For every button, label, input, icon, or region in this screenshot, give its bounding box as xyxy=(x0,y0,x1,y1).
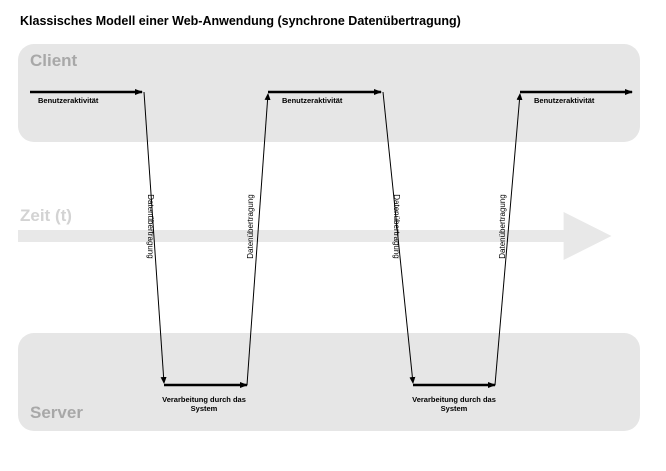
user-activity-label-2: Benutzeraktivität xyxy=(282,96,343,105)
time-axis-label: Zeit (t) xyxy=(20,206,72,225)
processing-label-1-line1: Verarbeitung durch das xyxy=(162,395,246,404)
data-transfer-label-3: Datenübertragung xyxy=(391,194,401,259)
processing-label-2-line2: System xyxy=(440,404,468,413)
user-activity-label-1: Benutzeraktivität xyxy=(38,96,99,105)
processing-label-2: Verarbeitung durch das System xyxy=(399,395,509,413)
server-lane xyxy=(18,333,640,431)
transfer-arrow-2 xyxy=(246,93,271,386)
processing-label-2-line1: Verarbeitung durch das xyxy=(412,395,496,404)
user-activity-label-3: Benutzeraktivität xyxy=(534,96,595,105)
diagram-title: Klassisches Modell einer Web-Anwendung (… xyxy=(20,14,461,28)
data-transfer-label-1: Datenübertragung xyxy=(145,194,155,259)
client-lane-label: Client xyxy=(30,51,78,70)
transfer-arrow-3 xyxy=(382,91,416,384)
processing-label-1-line2: System xyxy=(190,404,218,413)
transfer-arrow-4 xyxy=(494,93,523,386)
data-transfer-label-4: Datenübertragung xyxy=(497,194,507,259)
server-lane-label: Server xyxy=(30,403,83,422)
transfer-arrow-1 xyxy=(143,91,167,384)
data-transfer-label-2: Datenübertragung xyxy=(245,194,255,259)
processing-label-1: Verarbeitung durch das System xyxy=(149,395,259,413)
